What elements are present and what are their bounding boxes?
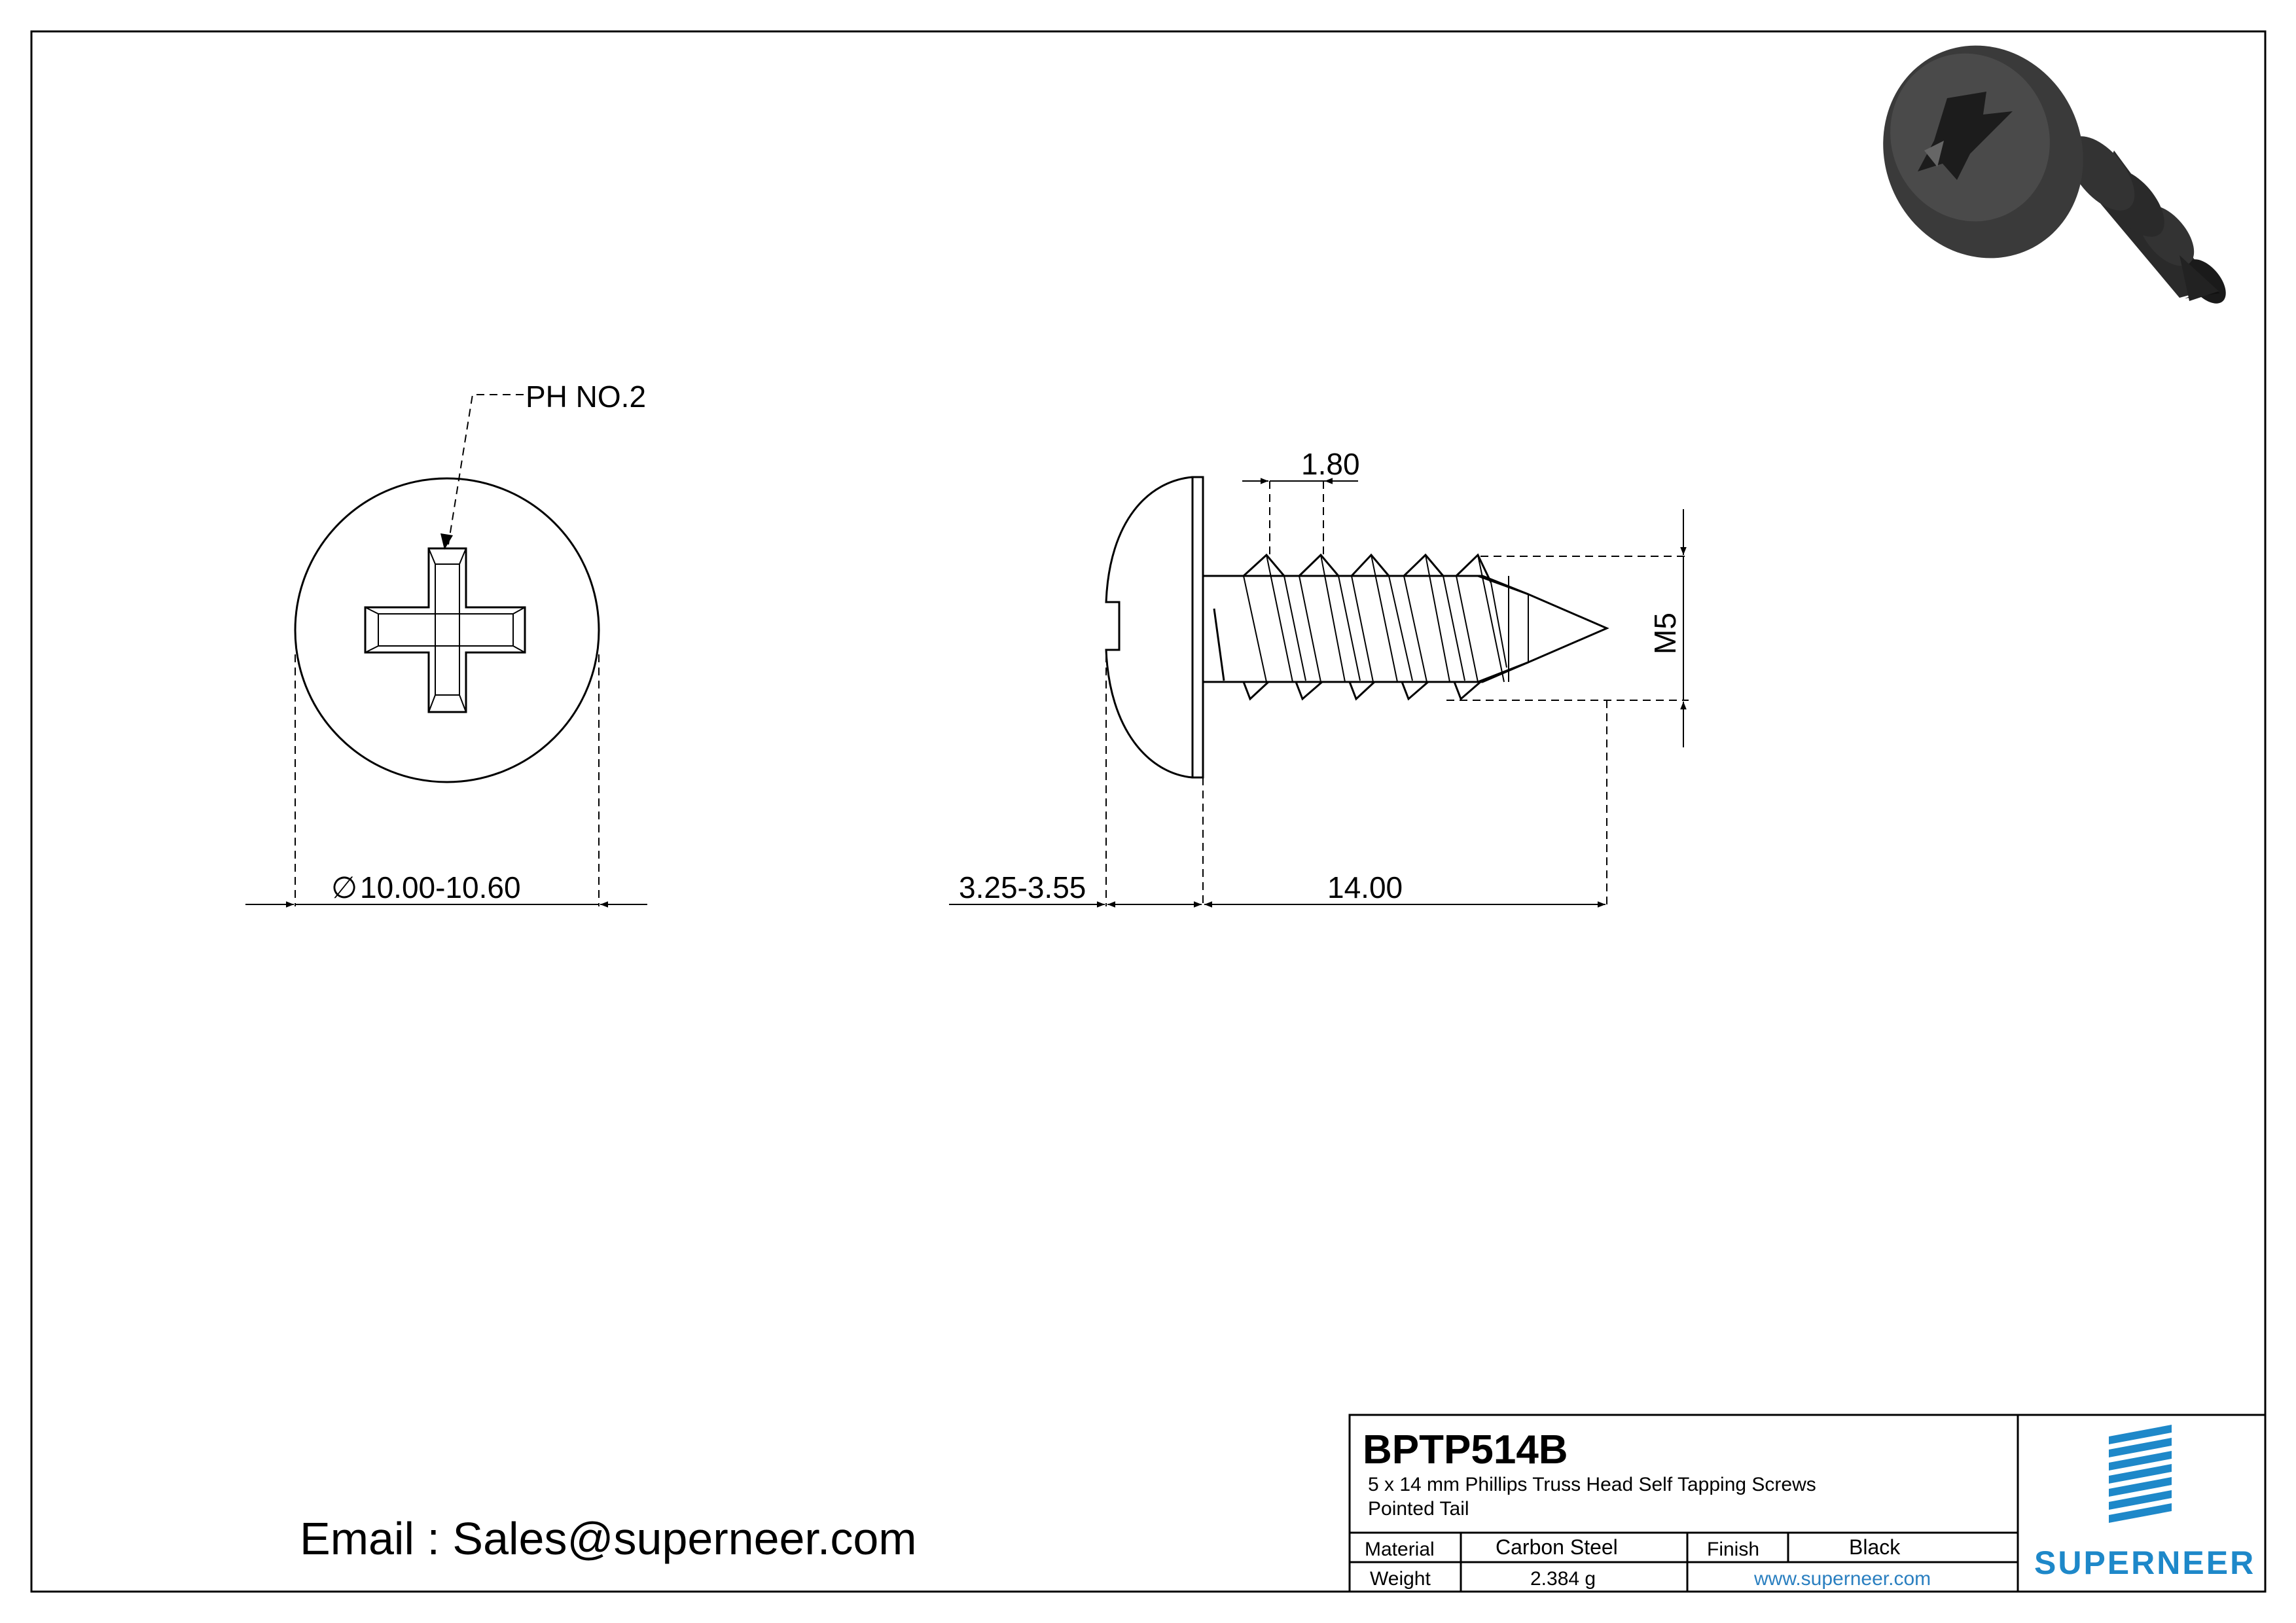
phillips-recess-outline bbox=[364, 547, 526, 713]
phillips-recess-inner bbox=[378, 563, 514, 696]
side-view: 1.80 M5 3.25-3.55 14.00 bbox=[949, 447, 1689, 908]
title-block: BPTP514B 5 x 14 mm Phillips Truss Head S… bbox=[1348, 1414, 2267, 1593]
thread-flanks bbox=[1243, 554, 1507, 683]
diameter-symbol: ∅ bbox=[331, 870, 357, 904]
finish-value: Black bbox=[1849, 1535, 1901, 1559]
head-bearing-face bbox=[1191, 476, 1204, 779]
weight-value: 2.384 g bbox=[1530, 1568, 1596, 1590]
website-link[interactable]: www.superneer.com bbox=[1753, 1568, 1931, 1590]
part-number: BPTP514B bbox=[1363, 1427, 1568, 1472]
length-label: 14.00 bbox=[1327, 870, 1403, 904]
head-diameter-label: 10.00-10.60 bbox=[360, 870, 521, 904]
head-height-label: 3.25-3.55 bbox=[959, 870, 1086, 904]
superneer-logo-icon bbox=[2109, 1425, 2172, 1523]
drive-leader bbox=[448, 394, 524, 545]
drive-label: PH NO.2 bbox=[526, 380, 646, 414]
head-dome bbox=[1105, 476, 1193, 779]
pointed-tip bbox=[1477, 575, 1609, 683]
finish-label: Finish bbox=[1707, 1539, 1759, 1560]
description-line-2: Pointed Tail bbox=[1368, 1498, 1469, 1520]
material-value: Carbon Steel bbox=[1496, 1535, 1618, 1559]
pitch-label: 1.80 bbox=[1301, 447, 1360, 481]
drawing-frame bbox=[30, 30, 2267, 1593]
thread-size-label: M5 bbox=[1648, 613, 1682, 654]
top-view: PH NO.2 ∅ 10.00-10.60 bbox=[245, 380, 647, 908]
contact-email: Email : Sales@superneer.com bbox=[300, 1513, 917, 1564]
material-label: Material bbox=[1365, 1539, 1435, 1560]
weight-label: Weight bbox=[1370, 1568, 1431, 1590]
screw-3d-render bbox=[1883, 45, 2226, 304]
brand-name: SUPERNEER bbox=[2034, 1544, 2255, 1581]
shank-outline bbox=[1203, 575, 1529, 683]
description-line-1: 5 x 14 mm Phillips Truss Head Self Tappi… bbox=[1368, 1474, 1816, 1495]
head-circle bbox=[294, 477, 600, 783]
